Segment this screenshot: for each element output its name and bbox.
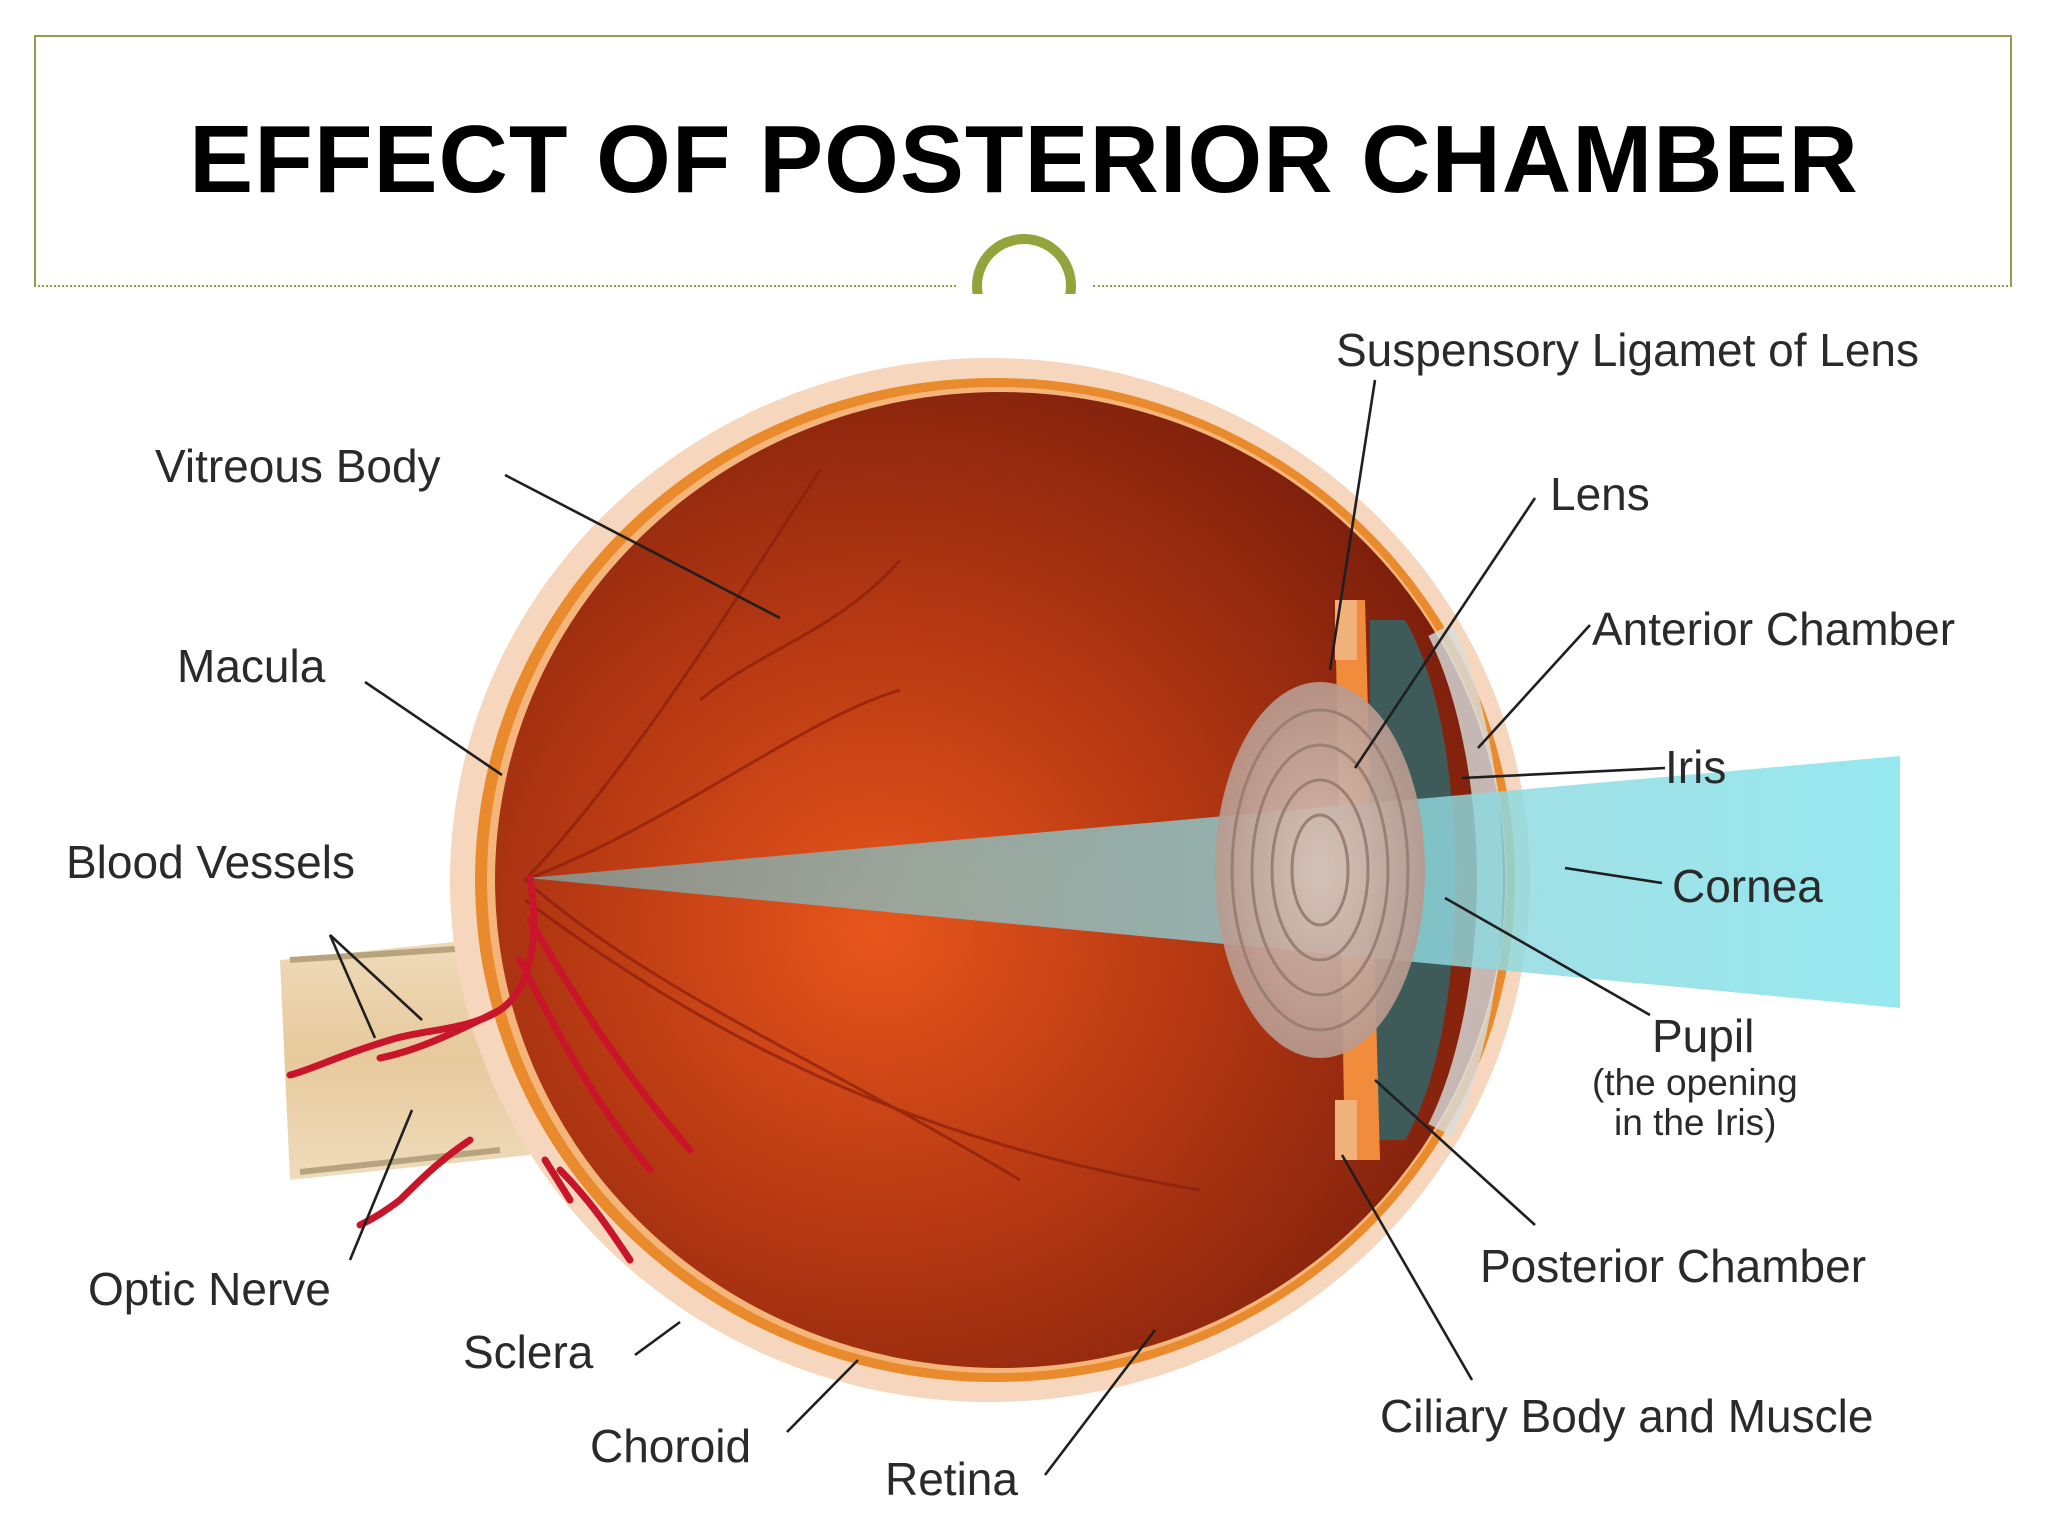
- label-cornea: Cornea: [1672, 860, 1823, 912]
- label-pupil: Pupil: [1652, 1010, 1754, 1062]
- label-sclera: Sclera: [463, 1326, 594, 1378]
- blood-vessels-shape: [286, 874, 694, 1264]
- title-divider-right: [1093, 285, 2012, 287]
- label-vitreous-body: Vitreous Body: [155, 440, 441, 492]
- lens-shape: [1215, 682, 1425, 1058]
- label-lens: Lens: [1550, 468, 1650, 520]
- leader-retina: [1043, 1329, 1157, 1476]
- leader-lens: [1353, 497, 1537, 769]
- label-pupil-note-1: (the opening: [1592, 1062, 1798, 1103]
- leader-blood-2: [329, 934, 423, 1021]
- leader-blood-1: [328, 934, 377, 1039]
- label-optic-nerve: Optic Nerve: [88, 1263, 331, 1315]
- leader-suspensory: [1328, 379, 1377, 671]
- leader-vitreous: [504, 473, 781, 620]
- label-blood-vessels: Blood Vessels: [66, 836, 355, 888]
- leader-macula: [364, 680, 503, 777]
- label-macula: Macula: [177, 640, 326, 692]
- title-frame: [34, 35, 2012, 287]
- label-iris: Iris: [1665, 741, 1726, 793]
- leader-anterior: [1477, 624, 1591, 749]
- leader-sclera: [634, 1320, 681, 1357]
- leader-ciliary: [1340, 1154, 1474, 1381]
- label-pupil-note-2: in the Iris): [1614, 1102, 1776, 1143]
- label-suspensory-ligament: Suspensory Ligamet of Lens: [1336, 324, 1919, 376]
- ring-ornament-icon: [972, 234, 1076, 294]
- label-ciliary-body: Ciliary Body and Muscle: [1380, 1390, 1873, 1442]
- light-beam-shape: [528, 756, 1900, 1008]
- label-choroid: Choroid: [590, 1420, 751, 1472]
- leader-optic: [348, 1109, 414, 1261]
- leader-choroid: [786, 1359, 859, 1433]
- label-retina: Retina: [885, 1453, 1018, 1505]
- leader-pupil: [1444, 896, 1651, 1017]
- title-divider-left: [34, 285, 956, 287]
- slide-title: EFFECT OF POSTERIOR CHAMBER: [189, 106, 1859, 213]
- leader-iris: [1461, 766, 1666, 780]
- leader-cornea: [1564, 866, 1663, 885]
- label-anterior-chamber: Anterior Chamber: [1592, 603, 1955, 655]
- leader-posterior: [1374, 1079, 1536, 1226]
- label-posterior-chamber: Posterior Chamber: [1480, 1240, 1866, 1292]
